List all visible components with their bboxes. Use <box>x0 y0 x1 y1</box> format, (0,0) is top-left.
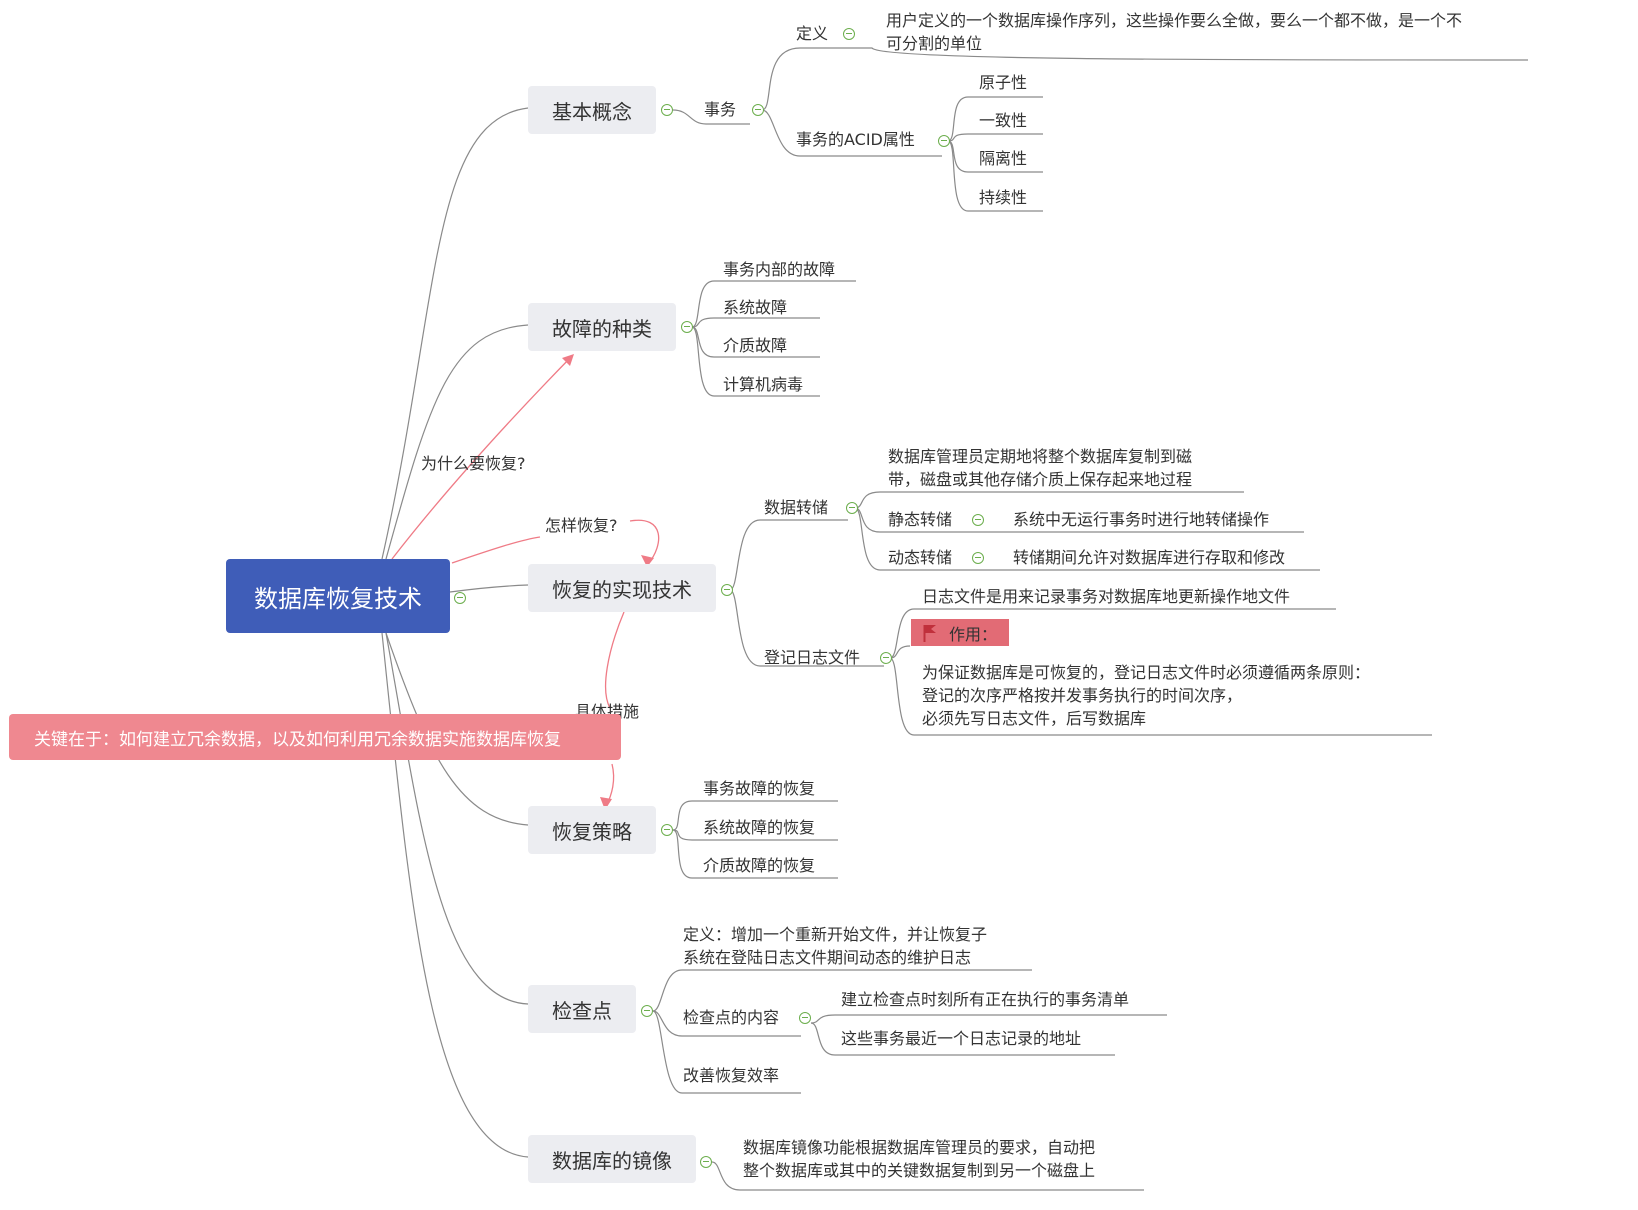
collapse-mirror-icon[interactable] <box>700 1156 712 1168</box>
acid-item[interactable]: 持续性 <box>979 188 1028 207</box>
collapse-log-icon[interactable] <box>880 652 892 664</box>
log-rule-line-3[interactable]: 必须先写日志文件，后写数据库 <box>922 709 1147 728</box>
subtopic-transaction[interactable]: 事务 <box>704 100 737 119</box>
relation-why <box>391 355 573 560</box>
topic-database-mirror[interactable]: 数据库的镜像 <box>528 1135 696 1183</box>
definition-line-1[interactable]: 用户定义的一个数据库操作序列，这些操作要么全做，要么一个都不做，是一个不 <box>886 11 1463 30</box>
collapse-acid-icon[interactable] <box>938 135 950 147</box>
collapse-dump-icon[interactable] <box>846 502 858 514</box>
callout-key-point[interactable]: 关键在于：如何建立冗余数据，以及如何利用冗余数据实施数据库恢复 <box>9 714 621 760</box>
collapse-checkpoint-icon[interactable] <box>641 1005 653 1017</box>
topic-recovery-implementation[interactable]: 恢复的实现技术 <box>528 564 716 612</box>
strategy-item[interactable]: 介质故障的恢复 <box>703 856 816 875</box>
subtopic-data-dump[interactable]: 数据转储 <box>764 498 829 517</box>
subtopic-static-dump[interactable]: 静态转储 <box>888 510 953 529</box>
collapse-impl-icon[interactable] <box>721 584 733 596</box>
checkpoint-definition-line-2[interactable]: 系统在登陆日志文件期间动态的维护日志 <box>683 948 972 967</box>
fault-item[interactable]: 系统故障 <box>723 298 788 317</box>
acid-item[interactable]: 隔离性 <box>979 149 1028 168</box>
collapse-static-icon[interactable] <box>972 514 984 526</box>
collapse-strategy-icon[interactable] <box>661 824 673 836</box>
edge-root-checkpoint <box>385 632 529 1005</box>
log-rule-line-2[interactable]: 登记的次序严格按并发事务执行的时间次序， <box>922 686 1243 705</box>
collapse-content-icon[interactable] <box>799 1012 811 1024</box>
subtopic-definition[interactable]: 定义 <box>796 24 829 43</box>
collapse-transaction-icon[interactable] <box>752 104 764 116</box>
fault-item[interactable]: 事务内部的故障 <box>723 260 836 279</box>
acid-item[interactable]: 原子性 <box>979 73 1028 92</box>
edge-root-impl <box>449 584 529 593</box>
checkpoint-definition-line-1[interactable]: 定义：增加一个重新开始文件，并让恢复子 <box>683 925 988 944</box>
subtopic-dynamic-dump[interactable]: 动态转储 <box>888 548 953 567</box>
strategy-item[interactable]: 系统故障的恢复 <box>703 818 816 837</box>
fault-item[interactable]: 计算机病毒 <box>723 375 804 394</box>
checkpoint-content-item[interactable]: 建立检查点时刻所有正在执行的事务清单 <box>841 990 1130 1009</box>
edge-root-basic <box>381 107 529 560</box>
subtopic-acid[interactable]: 事务的ACID属性 <box>796 130 915 149</box>
definition-line-2[interactable]: 可分割的单位 <box>886 34 983 53</box>
role-flag-label[interactable]: 作用： <box>911 619 1009 646</box>
relation-measures-a <box>604 611 625 709</box>
collapse-definition-icon[interactable] <box>843 28 855 40</box>
role-label-text: 作用： <box>949 624 998 644</box>
mirror-description-line-2[interactable]: 整个数据库或其中的关键数据复制到另一个磁盘上 <box>743 1161 1096 1180</box>
strategy-item[interactable]: 事务故障的恢复 <box>703 779 816 798</box>
edge-root-faults <box>385 324 529 560</box>
subtopic-checkpoint-content[interactable]: 检查点的内容 <box>683 1008 780 1027</box>
log-rule-line-1[interactable]: 为保证数据库是可恢复的，登记日志文件时必须遵循两条原则： <box>922 663 1371 682</box>
acid-item[interactable]: 一致性 <box>979 111 1028 130</box>
edge-root-mirror <box>381 632 529 1158</box>
edge-root-strategy <box>385 632 529 826</box>
dump-definition-line-2[interactable]: 带，磁盘或其他存储介质上保存起来地过程 <box>888 470 1193 489</box>
topic-basic-concepts[interactable]: 基本概念 <box>528 86 656 134</box>
topic-recovery-strategy[interactable]: 恢复策略 <box>528 806 656 854</box>
red-flag-icon <box>923 624 936 642</box>
collapse-basic-icon[interactable] <box>661 104 673 116</box>
dynamic-dump-description[interactable]: 转储期间允许对数据库进行存取和修改 <box>1013 548 1286 567</box>
relation-label-how[interactable]: 怎样恢复? <box>545 516 618 535</box>
collapse-root-icon[interactable] <box>454 592 466 604</box>
checkpoint-content-item[interactable]: 这些事务最近一个日志记录的地址 <box>841 1029 1082 1048</box>
relation-label-why[interactable]: 为什么要恢复? <box>421 454 526 473</box>
static-dump-description[interactable]: 系统中无运行事务时进行地转储操作 <box>1013 510 1270 529</box>
log-file-definition[interactable]: 日志文件是用来记录事务对数据库地更新操作地文件 <box>922 587 1291 606</box>
topic-fault-types[interactable]: 故障的种类 <box>528 303 676 351</box>
root-topic[interactable]: 数据库恢复技术 <box>226 559 450 633</box>
fault-item[interactable]: 介质故障 <box>723 336 788 355</box>
subtopic-improve-efficiency[interactable]: 改善恢复效率 <box>683 1066 780 1085</box>
collapse-faults-icon[interactable] <box>681 321 693 333</box>
relation-how-a <box>451 536 541 564</box>
collapse-dynamic-icon[interactable] <box>972 552 984 564</box>
mirror-description-line-1[interactable]: 数据库镜像功能根据数据库管理员的要求，自动把 <box>743 1138 1096 1157</box>
dump-definition-line-1[interactable]: 数据库管理员定期地将整个数据库复制到磁 <box>888 447 1193 466</box>
subtopic-log-file[interactable]: 登记日志文件 <box>764 648 861 667</box>
topic-checkpoint[interactable]: 检查点 <box>528 985 636 1033</box>
